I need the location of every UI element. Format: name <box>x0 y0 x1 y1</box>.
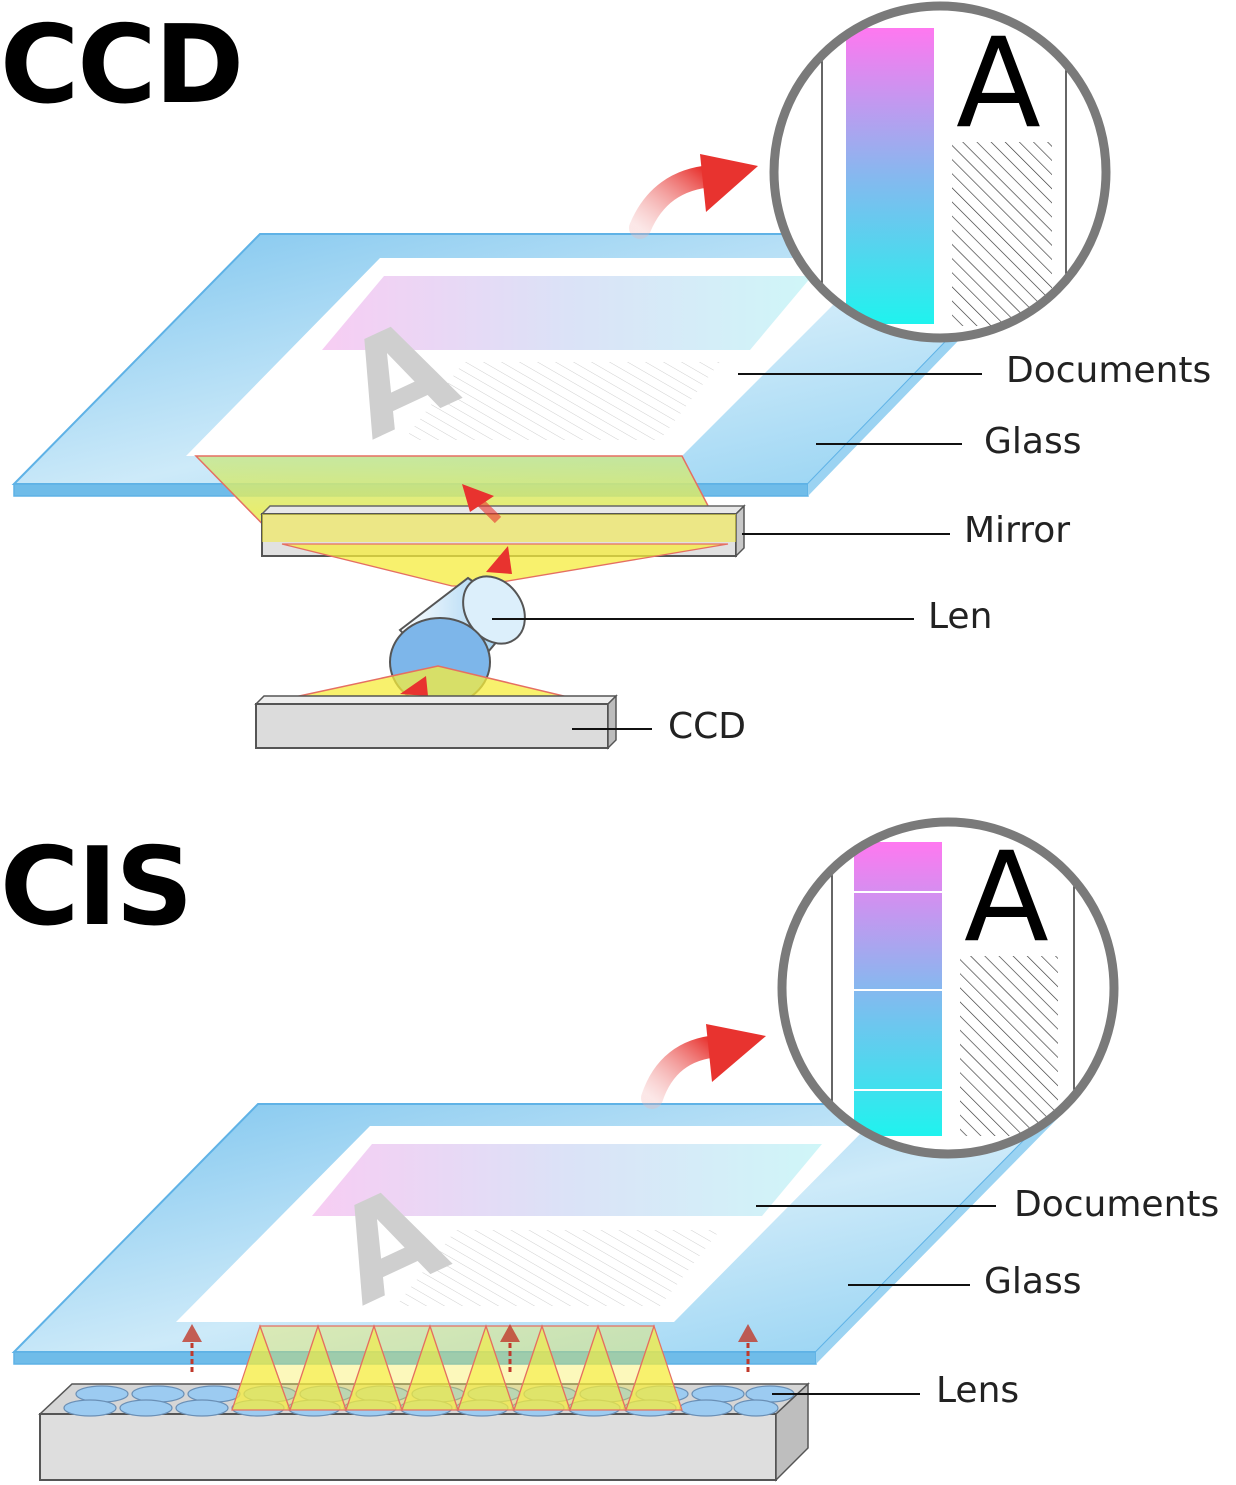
ccd-label-mirror: Mirror <box>964 510 1070 551</box>
cis-document-text-lines <box>396 1230 720 1306</box>
ccd-arrow-to-mirror <box>486 546 512 574</box>
cis-section: CIS A <box>0 817 1219 1482</box>
ccd-arrow-to-lens <box>400 676 428 696</box>
ccd-light-beam-lower <box>289 665 573 699</box>
cis-light-beams <box>231 1324 683 1412</box>
cis-label-glass: Glass <box>984 1261 1081 1302</box>
ccd-title: CCD <box>0 3 242 128</box>
cis-label-documents: Documents <box>1014 1184 1219 1225</box>
cis-document: A <box>176 1126 868 1334</box>
ccd-zoom-letter: A <box>956 12 1041 156</box>
ccd-zoom-text-hatch <box>952 142 1052 326</box>
cis-arrow-left <box>182 1324 202 1372</box>
cis-zoom-text-hatch <box>960 956 1058 1136</box>
ccd-label-glass: Glass <box>984 421 1081 462</box>
ccd-label-documents: Documents <box>1006 350 1211 391</box>
ccd-zoom-arrow <box>629 165 723 239</box>
cis-arrow-middle <box>500 1324 520 1372</box>
cis-zoom-arrow <box>641 1035 729 1109</box>
cis-zoom-magnifier: A <box>777 817 1119 1159</box>
ccd-section: CCD A <box>0 1 1211 750</box>
cis-document-color-strip <box>312 1144 822 1216</box>
ccd-label-len: Len <box>928 596 992 637</box>
ccd-zoom-color-strip <box>846 28 934 324</box>
ccd-document-text-lines <box>404 362 720 440</box>
ccd-document-color-strip <box>322 276 812 350</box>
cis-label-lens: Lens <box>936 1370 1019 1411</box>
ccd-sensor-bar <box>254 694 618 750</box>
ccd-zoom-magnifier: A <box>769 1 1111 343</box>
cis-title: CIS <box>0 825 191 950</box>
ccd-label-ccd: CCD <box>668 706 746 747</box>
ccd-arrow-up-to-doc <box>462 484 502 524</box>
ccd-document: A <box>186 258 880 468</box>
cis-arrow-right <box>738 1324 758 1372</box>
